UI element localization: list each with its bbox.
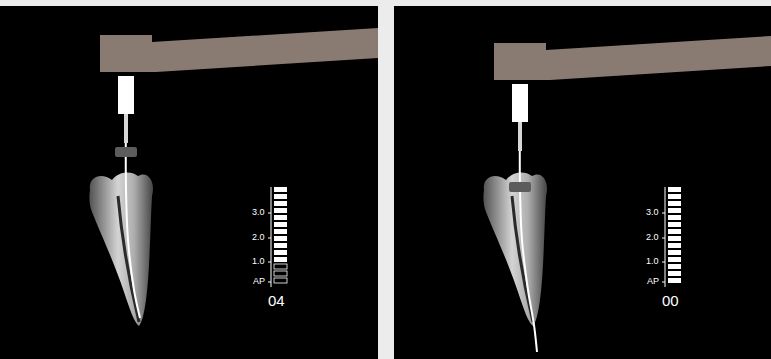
scale-label: 2.0	[252, 233, 265, 242]
scale-label: 3.0	[252, 208, 265, 217]
panel-background	[0, 6, 378, 359]
panel	[0, 6, 378, 359]
file-shank	[124, 113, 128, 143]
endodontic-file	[126, 113, 140, 318]
rubber-stopper	[115, 147, 137, 157]
file-handle	[118, 76, 134, 114]
scale-label: AP	[647, 277, 659, 286]
rubber-stopper	[509, 182, 531, 192]
panel-background	[394, 6, 771, 359]
scale-label: AP	[253, 277, 265, 286]
handpiece	[494, 36, 771, 80]
apex-scale	[268, 187, 287, 287]
tooth	[89, 173, 153, 326]
reading-number: 00	[662, 293, 679, 308]
panel	[394, 6, 771, 359]
scale-label: 1.0	[252, 257, 265, 266]
scale-label: 2.0	[646, 233, 659, 242]
file-handle	[512, 84, 528, 122]
scale-label: 3.0	[646, 208, 659, 217]
reading-number: 04	[268, 293, 285, 308]
endodontic-file	[520, 121, 537, 352]
file-shank	[518, 121, 522, 151]
tooth	[483, 173, 547, 326]
apex-scale	[662, 187, 681, 287]
scale-label: 1.0	[646, 257, 659, 266]
handpiece	[100, 28, 378, 72]
